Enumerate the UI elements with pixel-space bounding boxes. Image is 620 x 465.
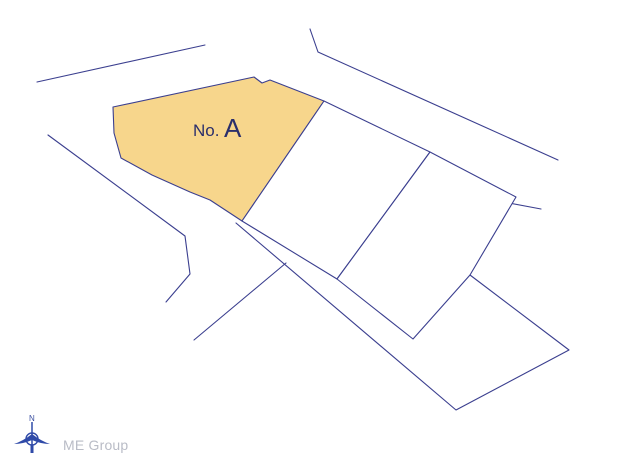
compass-icon: N [14,414,50,453]
north-label: N [29,414,35,423]
lot-a-parcel[interactable] [112,76,325,222]
brand-watermark: ME Group [63,437,129,453]
road-line-north-right [309,28,559,161]
road-line-west [47,134,191,303]
road-line-north-left [36,44,206,83]
road-line-south-edge [235,222,570,411]
road-line-south [193,262,287,341]
lot-c-parcel[interactable] [336,151,517,340]
lot-a-label-letter: A [224,113,242,143]
lot-a-label-prefix: No. [193,121,219,140]
